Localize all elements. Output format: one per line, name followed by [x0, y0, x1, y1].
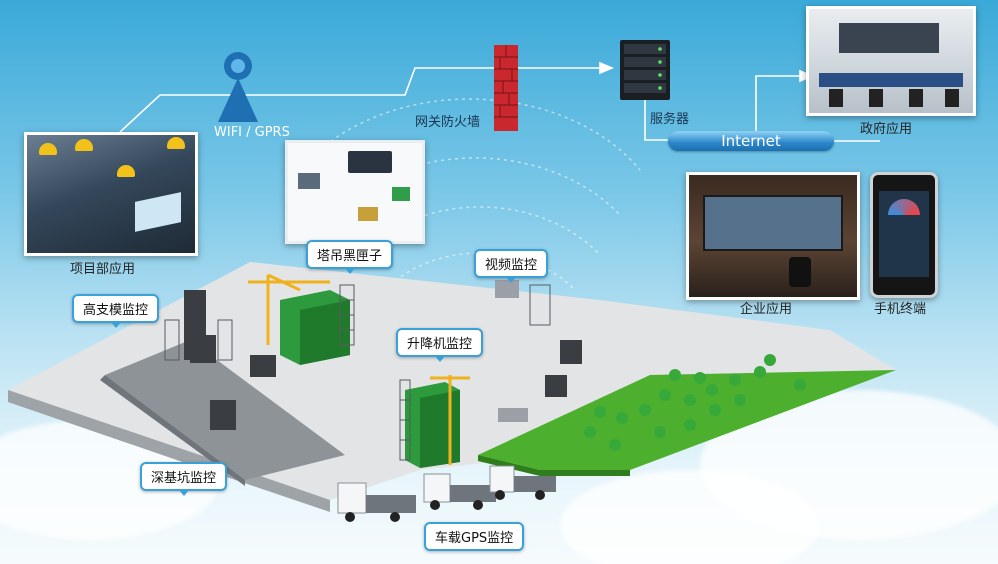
mobile-photo — [870, 172, 938, 298]
blackbox-device-icon — [348, 151, 392, 173]
server-rack-icon — [620, 40, 670, 100]
government-caption: 政府应用 — [860, 122, 913, 137]
chair-icon — [789, 257, 811, 287]
server-label: 服务器 — [650, 112, 690, 127]
control-desk — [819, 73, 963, 87]
worker-helmet-icon — [39, 143, 57, 155]
worker-helmet-icon — [167, 137, 185, 149]
tower-crane-icon — [248, 273, 330, 345]
gauge-icon — [888, 199, 920, 215]
trucks — [337, 465, 556, 522]
green-building — [280, 290, 460, 468]
chair-icon — [829, 89, 843, 107]
scaffolding — [164, 284, 551, 461]
vehicle-gps-tag: 车载GPS监控 — [424, 522, 525, 551]
truck-icon — [337, 482, 416, 522]
phone-screen — [879, 191, 929, 277]
sensor-icon — [298, 173, 320, 189]
chair-icon — [869, 89, 883, 107]
sensor-icon — [358, 207, 378, 221]
elevator-icon — [430, 375, 470, 465]
worker-helmet-icon — [75, 139, 93, 151]
foundation-pit-tag: 深基坑监控 — [140, 462, 228, 496]
tower-box-tag: 塔吊黑匣子 — [306, 240, 394, 274]
project-dept-caption: 项目部应用 — [70, 262, 136, 277]
enterprise-photo — [686, 172, 860, 300]
video-tag: 视频监控 — [474, 249, 549, 283]
project-dept-photo — [24, 132, 198, 256]
tower-box-panel — [285, 140, 425, 244]
government-photo — [806, 6, 976, 116]
video-wall — [839, 23, 939, 53]
wifi-tower-icon — [218, 52, 258, 122]
chair-icon — [909, 89, 923, 107]
elevator-tag: 升降机监控 — [396, 328, 484, 362]
equipment — [184, 280, 582, 430]
laptop-screen — [135, 192, 181, 232]
high-support-tag: 高支模监控 — [72, 294, 160, 328]
mobile-caption: 手机终端 — [874, 302, 927, 317]
firewall-label: 网关防火墙 — [415, 115, 481, 130]
video-wall — [703, 195, 843, 251]
wifi-label: WIFI / GPRS — [214, 125, 290, 140]
internet-pipe: Internet — [668, 131, 834, 151]
firewall-icon — [494, 45, 518, 131]
chair-icon — [945, 89, 959, 107]
enterprise-caption: 企业应用 — [740, 302, 793, 317]
sensor-icon — [392, 187, 410, 201]
truck-icon — [423, 473, 496, 510]
worker-helmet-icon — [117, 165, 135, 177]
trees — [584, 354, 806, 451]
truck-icon — [489, 465, 556, 500]
cloud — [560, 470, 820, 564]
